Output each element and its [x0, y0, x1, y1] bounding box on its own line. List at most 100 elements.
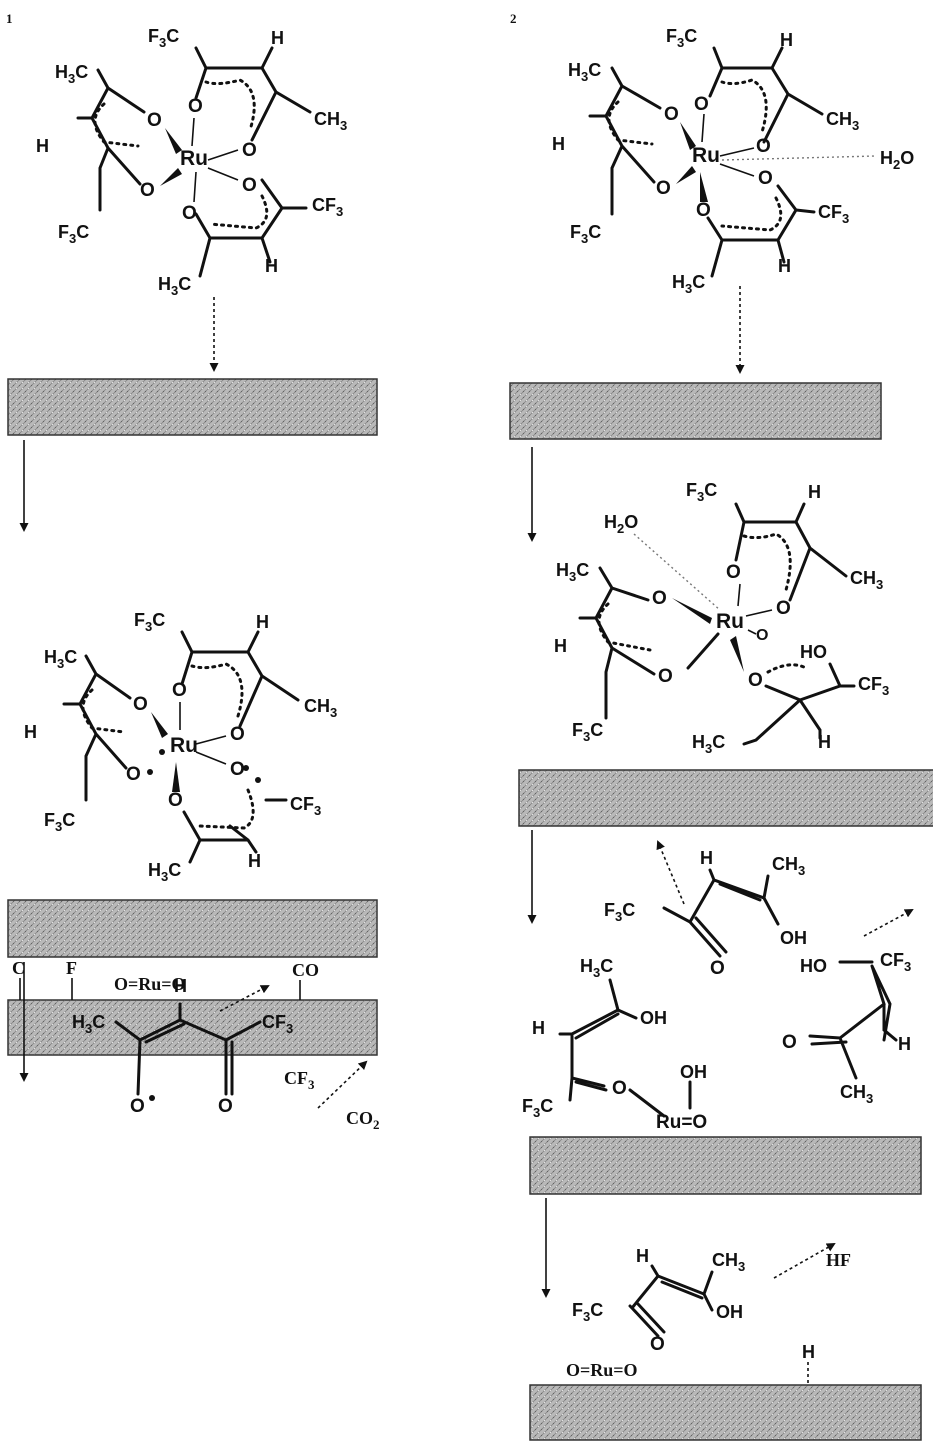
substrate-slab-1b [7, 899, 378, 958]
o-atom: O [172, 680, 187, 701]
surface-co-label: CO [292, 960, 319, 980]
h-atom: H [808, 482, 821, 502]
substrate-slab-1a [7, 378, 378, 436]
ch3-group: CH3 [840, 1082, 873, 1106]
h-atom: H [174, 976, 187, 996]
cf3-group: CF3 [858, 674, 889, 698]
radical-dot [147, 769, 153, 775]
cf3-group: CF3 [262, 1012, 293, 1036]
oh-group: OH [680, 1062, 707, 1082]
gas-arrow [317, 1060, 368, 1109]
o-atom: O [126, 764, 141, 785]
f3c-group: F3C [58, 222, 89, 246]
panel-label-2: 2 [510, 11, 517, 26]
h3c-group: H3C [148, 860, 181, 884]
h-atom: H [24, 722, 37, 742]
h3c-group: H3C [44, 647, 77, 671]
surface-species-2: O=Ru=O H [566, 1342, 815, 1385]
o-atom: O [756, 627, 768, 644]
ru-atom: Ru [716, 610, 744, 633]
h3c-group: H3C [55, 62, 88, 86]
radical-dot [149, 1095, 155, 1101]
oh-group: OH [780, 928, 807, 948]
h3c-group: H3C [556, 560, 589, 584]
complex-2-middle: H2O Ru O O O O O O H3C H F3C F3C H CH3 H… [554, 480, 889, 756]
o-atom: O [694, 94, 709, 115]
f3c-group: F3C [148, 26, 179, 50]
f3c-group: F3C [572, 720, 603, 744]
o-atom: O [776, 598, 791, 619]
surface-c-label: C [12, 958, 25, 978]
fragment-1: H H3C CF3 O O CF3 CO2 [72, 976, 380, 1132]
fragment-2: H CH3 F3C OH O HF [572, 1243, 851, 1355]
o-atom: O [696, 200, 711, 221]
h-atom: H [271, 28, 284, 48]
gas-arrow [863, 909, 914, 937]
o-atom: O [188, 96, 203, 117]
surface-ruo2-label: O=Ru=O [114, 974, 186, 994]
oh-group: OH [640, 1008, 667, 1028]
o-atom: O [130, 1096, 145, 1117]
gas-arrow [656, 840, 685, 905]
substrate-slab-1c [7, 999, 378, 1056]
f3c-group: F3C [134, 610, 165, 634]
released-ligand-a: H CH3 F3C OH O [604, 840, 807, 979]
f3c-group: F3C [570, 222, 601, 246]
h3c-group: H3C [568, 60, 601, 84]
h-atom: H [700, 848, 713, 868]
h-atom: H [256, 612, 269, 632]
h-atom: H [36, 136, 49, 156]
o-atom: O [748, 670, 763, 691]
h3c-group: H3C [158, 274, 191, 298]
complex-1-middle: Ru O O O O O O H3C H F3C F3C H CH3 CF3 H… [24, 610, 337, 884]
cf3-group: CF3 [818, 202, 849, 226]
ch3-group: CH3 [850, 568, 883, 592]
o-atom: O [756, 136, 771, 157]
ch3-group: CH3 [304, 696, 337, 720]
h3c-group: H3C [672, 272, 705, 296]
co2-gas-label: CO2 [346, 1108, 380, 1132]
f3c-group: F3C [44, 810, 75, 834]
f3c-group: F3C [572, 1300, 603, 1324]
o-atom: O [664, 104, 679, 125]
f3c-group: F3C [604, 900, 635, 924]
h-atom: H [898, 1034, 911, 1054]
h-atom: H [554, 636, 567, 656]
hf-gas-label: HF [826, 1250, 851, 1270]
oh-group: OH [716, 1302, 743, 1322]
o-atom: O [218, 1096, 233, 1117]
released-ligand-b: HO CF3 O H CH3 [782, 909, 914, 1106]
h-atom: H [552, 134, 565, 154]
water-coordination [721, 155, 877, 161]
cf3-group: CF3 [880, 950, 911, 974]
h2o-ligand: H2O [604, 512, 638, 536]
ru-atom: Ru [180, 147, 208, 170]
o-atom: O [242, 140, 257, 161]
gas-arrow [773, 1243, 836, 1279]
ch3-group: CH3 [826, 109, 859, 133]
substrate-slab-2d [529, 1384, 922, 1441]
cf3-gas-label: CF3 [284, 1068, 315, 1092]
substrate-slab-2b [518, 769, 933, 827]
o-atom: O [242, 175, 257, 196]
o-atom: O [182, 203, 197, 224]
ch3-group: CH3 [314, 109, 347, 133]
o-atom: O [230, 759, 245, 780]
f3c-group: F3C [686, 480, 717, 504]
surface-bound-ligand: H3C H OH F3C O OH Ru=O [522, 956, 707, 1133]
panel-label-1: 1 [6, 11, 13, 26]
o-atom: O [147, 110, 162, 131]
h3c-group: H3C [72, 1012, 105, 1036]
radical-dot [243, 765, 249, 771]
radical-dot [159, 749, 165, 755]
h-atom: H [265, 256, 278, 276]
surface-ruo2-label: O=Ru=O [566, 1360, 638, 1380]
water-coordination [633, 533, 721, 611]
process-arrows [19, 286, 745, 1298]
o-atom: O [612, 1078, 627, 1099]
h-atom: H [780, 30, 793, 50]
h-atom: H [248, 851, 261, 871]
ho-group: HO [800, 956, 827, 976]
ru-o-surface-label: Ru=O [656, 1112, 707, 1133]
